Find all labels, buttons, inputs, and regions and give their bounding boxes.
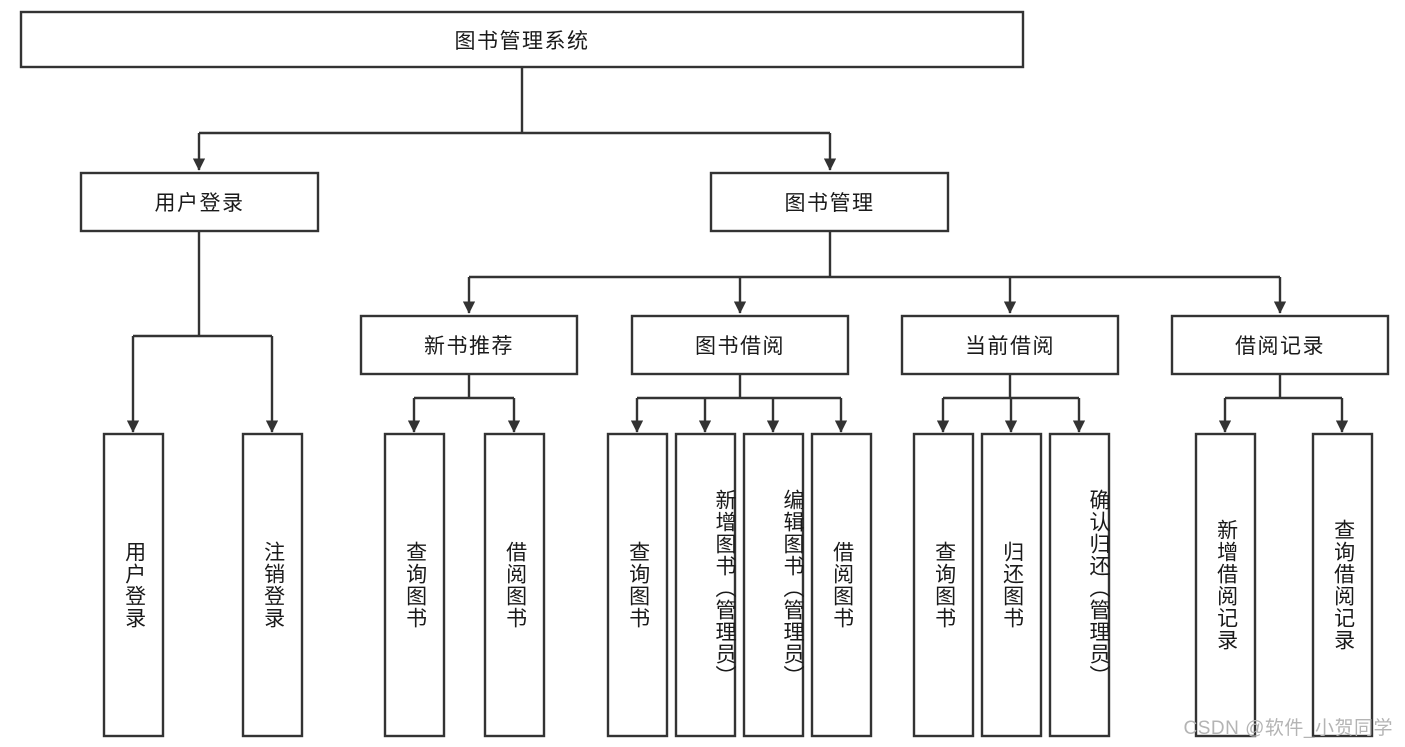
leaf-box-user-login-1[interactable] xyxy=(102,432,165,738)
leaf-box-book-borrow-1[interactable] xyxy=(606,432,669,738)
node-current-borrow-box[interactable] xyxy=(900,314,1120,376)
node-book-manage-box[interactable] xyxy=(709,171,950,233)
leaf-box-current-borrow-3[interactable] xyxy=(1048,432,1111,738)
node-root-box[interactable] xyxy=(19,10,1025,69)
node-book-borrow-box[interactable] xyxy=(630,314,850,376)
leaf-box-book-borrow-4[interactable] xyxy=(810,432,873,738)
leaf-box-new-book-2[interactable] xyxy=(483,432,546,738)
node-new-book-box[interactable] xyxy=(359,314,579,376)
leaf-box-current-borrow-2[interactable] xyxy=(980,432,1043,738)
csdn-watermark: CSDN @软件_小贺同学 xyxy=(1183,718,1393,739)
leaf-box-book-borrow-3[interactable] xyxy=(742,432,805,738)
leaf-box-book-borrow-2[interactable] xyxy=(674,432,737,738)
node-user-login-box[interactable] xyxy=(79,171,320,233)
leaf-box-current-borrow-1[interactable] xyxy=(912,432,975,738)
leaf-box-user-login-2[interactable] xyxy=(241,432,304,738)
leaf-box-new-book-1[interactable] xyxy=(383,432,446,738)
node-borrow-record-box[interactable] xyxy=(1170,314,1390,376)
leaf-box-borrow-record-1[interactable] xyxy=(1194,432,1257,738)
leaf-box-borrow-record-2[interactable] xyxy=(1311,432,1374,738)
